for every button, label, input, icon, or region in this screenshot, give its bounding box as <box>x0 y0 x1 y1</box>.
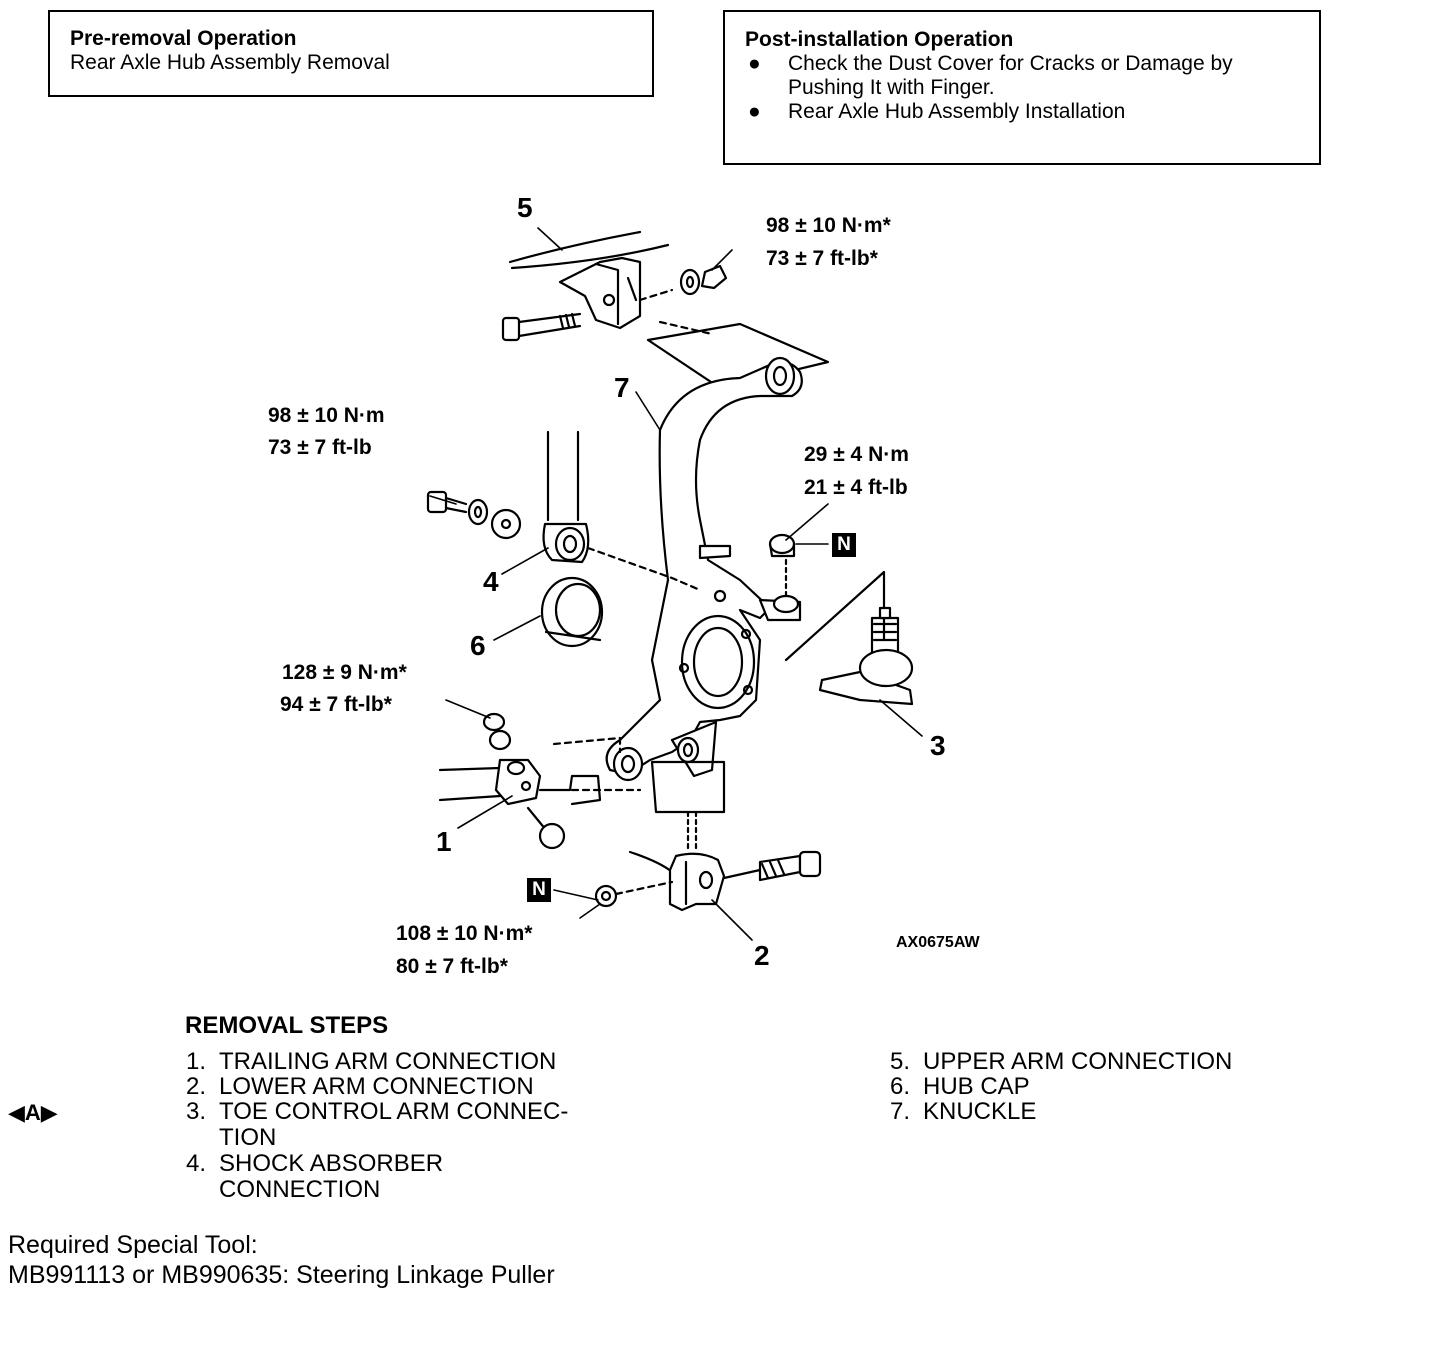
bullet-icon: ● <box>748 100 761 123</box>
suspension-exploded-diagram <box>426 227 923 941</box>
leader-lines <box>429 227 923 941</box>
removal-step: 2. LOWER ARM CONNECTION <box>186 1074 534 1100</box>
part-number-6: 6 <box>470 630 486 661</box>
special-tool-value: MB991113 or MB990635: Steering Linkage P… <box>8 1261 555 1289</box>
step-text: KNUCKLE <box>923 1098 1037 1125</box>
removal-step: 4. SHOCK ABSORBER CONNECTION <box>186 1151 443 1203</box>
step-text: SHOCK ABSORBER <box>219 1150 444 1177</box>
removal-step: 7. KNUCKLE <box>890 1099 1036 1125</box>
step-number: 7. <box>890 1098 911 1125</box>
shock-absorber-part <box>426 430 702 592</box>
figure-code: AX0675AW <box>896 934 980 951</box>
step-number: 2. <box>186 1073 207 1100</box>
removal-steps-title: REMOVAL STEPS <box>185 1012 389 1039</box>
part-number-7: 7 <box>614 372 630 403</box>
upper-arm-part <box>501 230 830 390</box>
post-installation-title: Post-installation Operation <box>745 28 1014 51</box>
removal-step: 6. HUB CAP <box>890 1074 1030 1100</box>
removal-step: 1. TRAILING ARM CONNECTION <box>186 1049 556 1075</box>
knuckle-part <box>605 356 803 852</box>
service-point-marker: ◀A▶ <box>8 1100 58 1125</box>
post-installation-item-text: Check the Dust Cover for Cracks or Damag… <box>788 52 1233 99</box>
torque-toe-nm: 29 ± 4 N·m <box>804 443 909 466</box>
post-installation-box: Post-installation Operation ● Check the … <box>723 10 1321 165</box>
removal-step: 3. TOE CONTROL ARM CONNEC- TION <box>186 1099 568 1151</box>
torque-trailing-nm: 128 ± 9 N·m* <box>282 661 407 684</box>
toe-control-arm-part <box>768 533 914 706</box>
pre-removal-item: Rear Axle Hub Assembly Removal <box>70 51 390 74</box>
step-text: TOE CONTROL ARM CONNEC- <box>219 1098 569 1125</box>
step-text: LOWER ARM CONNECTION <box>219 1073 534 1100</box>
torque-trailing-ftlb: 94 ± 7 ft-lb* <box>280 693 392 716</box>
part-number-3: 3 <box>930 730 946 761</box>
step-number: 6. <box>890 1073 911 1100</box>
trailing-arm-part <box>438 712 642 850</box>
step-text: UPPER ARM CONNECTION <box>923 1048 1233 1075</box>
step-number: 5. <box>890 1048 911 1075</box>
torque-upper-ftlb: 73 ± 7 ft-lb* <box>766 247 878 270</box>
pre-removal-title: Pre-removal Operation <box>70 27 297 50</box>
step-text: TRAILING ARM CONNECTION <box>219 1048 557 1075</box>
special-tool-label: Required Special Tool: <box>8 1231 258 1259</box>
hub-cap-part <box>540 576 604 648</box>
part-number-5: 5 <box>517 192 533 223</box>
torque-lower-nm: 108 ± 10 N·m* <box>396 922 533 945</box>
part-number-2: 2 <box>754 940 770 971</box>
torque-shock-nm: 98 ± 10 N·m <box>268 404 385 427</box>
step-number: 3. <box>186 1098 207 1125</box>
step-number: 1. <box>186 1048 207 1075</box>
torque-shock-ftlb: 73 ± 7 ft-lb <box>268 436 372 459</box>
part-number-1: 1 <box>436 826 452 857</box>
step-text-continued: TION <box>219 1124 277 1151</box>
torque-toe-ftlb: 21 ± 4 ft-lb <box>804 476 908 499</box>
step-text: HUB CAP <box>923 1073 1030 1100</box>
step-number: 4. <box>186 1150 207 1177</box>
part-number-4: 4 <box>483 566 499 597</box>
post-installation-item: ● Rear Axle Hub Assembly Installation <box>745 100 1301 124</box>
post-installation-item: ● Check the Dust Cover for Cracks or Dam… <box>745 52 1301 100</box>
torque-lower-ftlb: 80 ± 7 ft-lb* <box>396 955 508 978</box>
non-reusable-nut-icon: N <box>527 878 551 902</box>
lower-arm-part <box>594 850 822 912</box>
bullet-icon: ● <box>748 52 761 75</box>
torque-upper-nm: 98 ± 10 N·m* <box>766 214 891 237</box>
post-installation-item-text: Rear Axle Hub Assembly Installation <box>788 100 1126 123</box>
pre-removal-box: Pre-removal Operation Rear Axle Hub Asse… <box>48 10 654 97</box>
step-text-continued: CONNECTION <box>219 1176 381 1203</box>
non-reusable-nut-icon: N <box>832 533 856 557</box>
removal-step: 5. UPPER ARM CONNECTION <box>890 1049 1232 1075</box>
